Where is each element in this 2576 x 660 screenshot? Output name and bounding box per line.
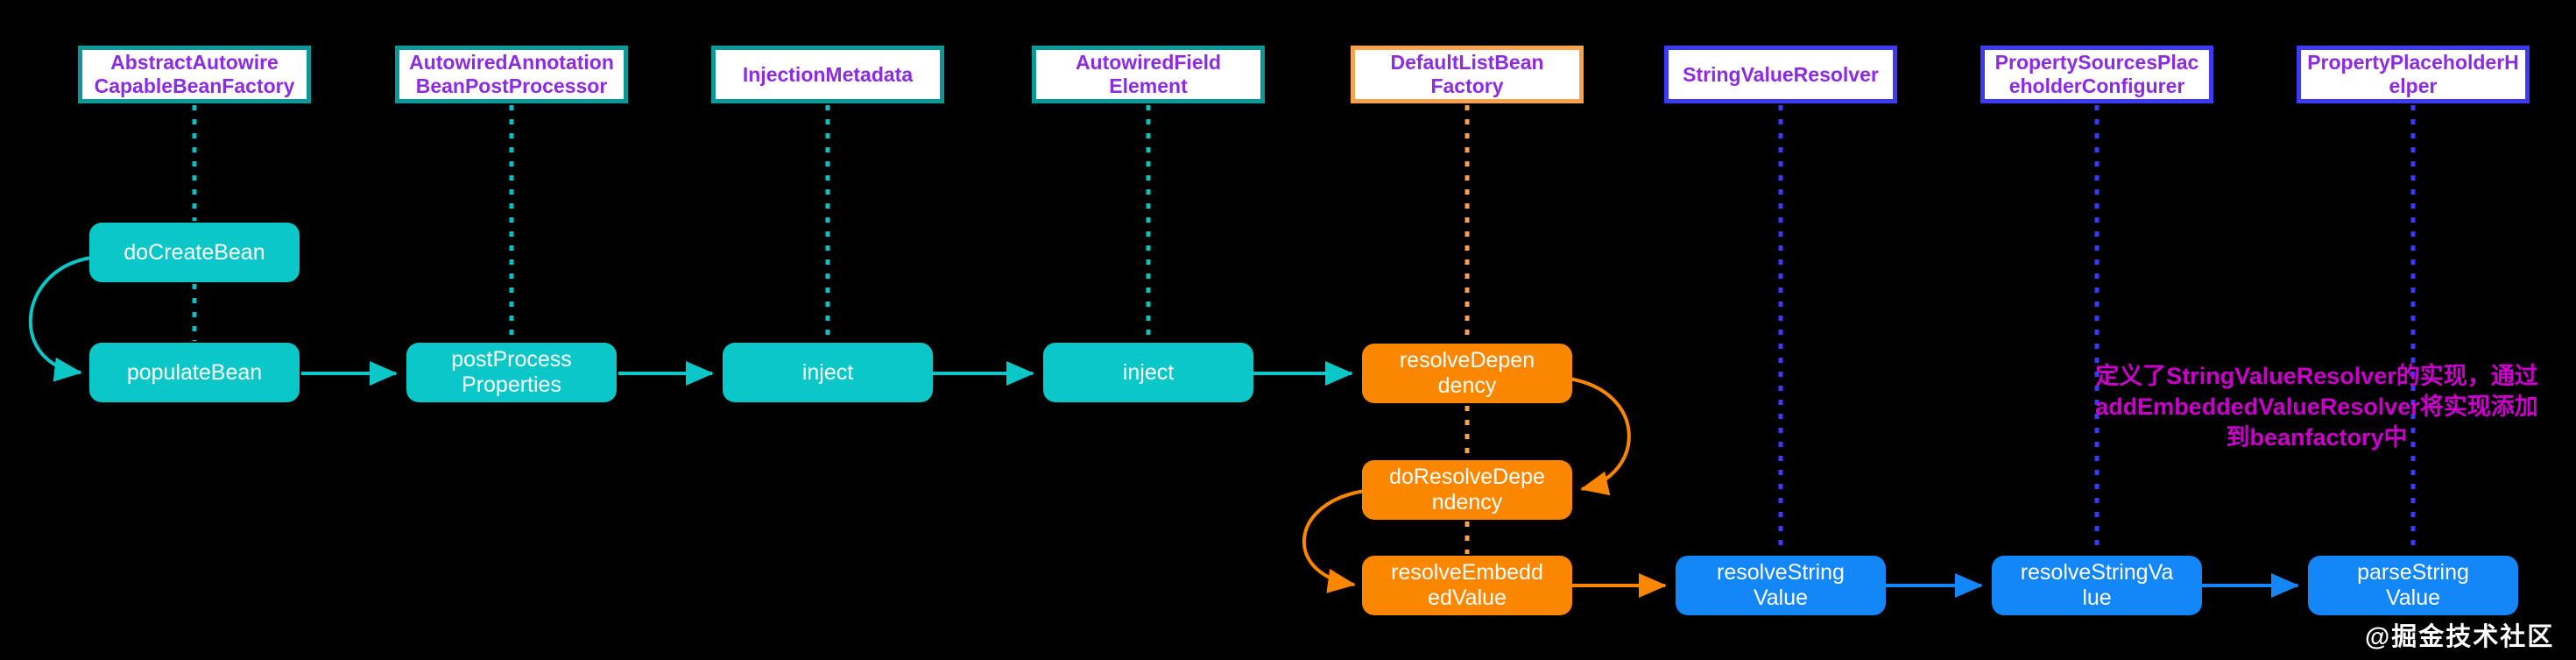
method-label-line: resolveString: [1717, 560, 1845, 585]
method-label-line: doResolveDepe: [1389, 465, 1545, 489]
watermark: @掘金技术社区: [2365, 623, 2555, 651]
lifeline-header-autowired-annotation-bean-post-processor: AutowiredAnnotation BeanPostProcessor: [395, 46, 628, 103]
annotation-line: 到beanfactory中: [2226, 424, 2408, 451]
annotation-string-value-resolver: 定义了StringValueResolver的实现，通过 addEmbedded…: [2092, 361, 2542, 453]
header-label-line: Factory: [1430, 75, 1504, 97]
header-label-line: InjectionMetadata: [742, 62, 914, 86]
method-node-inject-autowiredfieldelement: inject: [1043, 343, 1253, 402]
method-label-line: ndency: [1431, 490, 1503, 515]
method-label-line: resolveStringVa: [2020, 560, 2174, 585]
method-node-resolvestringvalue-configurer: resolveStringVa lue: [1992, 556, 2202, 615]
method-node-parsestringvalue: parseString Value: [2308, 556, 2518, 615]
lifeline-header-abstract-autowire-capable-bean-factory: AbstractAutowire CapableBeanFactory: [78, 46, 311, 103]
method-node-resolvestringvalue: resolveString Value: [1676, 556, 1886, 615]
arrow-resolvedependency-to-doresolvedependency: [1569, 377, 1631, 496]
method-node-doresolvedependency: doResolveDepe ndency: [1362, 460, 1572, 520]
method-node-resolveembeddedvalue: resolveEmbedd edValue: [1362, 556, 1572, 615]
method-label-line: lue: [2082, 585, 2112, 610]
header-label-line: PropertyPlaceholderH: [2307, 51, 2519, 74]
lifeline-header-string-value-resolver: StringValueResolver: [1664, 46, 1897, 103]
method-node-postprocessproperties: postProcess Properties: [406, 343, 617, 402]
method-node-docreatebean: doCreateBean: [89, 223, 300, 282]
header-label-line: StringValueResolver: [1683, 62, 1879, 86]
header-label-line: AutowiredField: [1075, 51, 1222, 74]
arrow-doresolvedependency-to-resolveembeddedvalue: [1302, 489, 1366, 593]
method-node-resolvedependency: resolveDepen dency: [1362, 344, 1572, 403]
header-label-line: PropertySourcesPlac: [1994, 51, 2199, 74]
header-label-line: AutowiredAnnotation: [409, 51, 614, 74]
method-label-line: Value: [2385, 585, 2441, 610]
method-node-populatebean: populateBean: [89, 343, 300, 402]
method-label-line: populateBean: [126, 359, 263, 385]
method-label-line: Properties: [462, 373, 561, 397]
arrow-docreatebean-to-populatebean: [28, 256, 92, 382]
lifeline-header-property-sources-placeholder-configurer: PropertySourcesPlac eholderConfigurer: [1980, 46, 2213, 103]
method-label-line: inject: [801, 359, 854, 385]
method-label-line: doCreateBean: [124, 239, 265, 265]
lifeline-header-autowired-field-element: AutowiredField Element: [1032, 46, 1265, 103]
annotation-line: 定义了StringValueResolver的实现，通过: [2095, 363, 2538, 389]
method-label-line: dency: [1437, 373, 1497, 398]
method-label-line: inject: [1122, 359, 1175, 385]
lifeline-header-property-placeholder-helper: PropertyPlaceholderH elper: [2297, 46, 2530, 103]
method-label-line: resolveDepen: [1399, 348, 1535, 373]
lifeline-header-injection-metadata: InjectionMetadata: [711, 46, 944, 103]
method-label-line: parseString: [2357, 560, 2469, 585]
header-label-line: eholderConfigurer: [2008, 75, 2185, 97]
header-label-line: elper: [2389, 75, 2438, 97]
annotation-line: addEmbeddedValueResolver将实现添加: [2095, 394, 2538, 420]
method-label-line: resolveEmbedd: [1391, 560, 1543, 585]
header-label-line: CapableBeanFactory: [94, 75, 295, 97]
method-node-inject-injectionmetadata: inject: [723, 343, 933, 402]
header-label-line: BeanPostProcessor: [415, 75, 608, 97]
method-label-line: postProcess: [451, 347, 572, 372]
method-label-line: edValue: [1428, 585, 1507, 610]
method-label-line: Value: [1753, 585, 1809, 610]
header-label-line: Element: [1109, 75, 1188, 97]
lifeline-header-default-list-bean-factory: DefaultListBean Factory: [1351, 46, 1584, 103]
header-label-line: AbstractAutowire: [110, 51, 279, 74]
header-label-line: DefaultListBean: [1390, 51, 1544, 74]
